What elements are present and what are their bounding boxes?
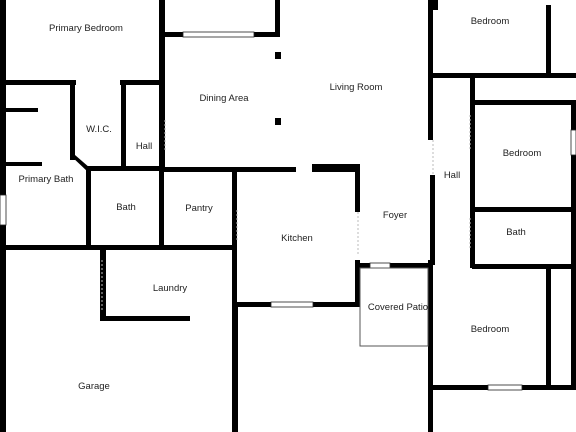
room-label-foyer: Foyer bbox=[383, 210, 407, 221]
room-label-bath-right: Bath bbox=[506, 227, 526, 238]
room-label-primary-bath: Primary Bath bbox=[19, 174, 74, 185]
room-labels: Primary Bedroom Bedroom W.I.C. Dining Ar… bbox=[19, 16, 542, 392]
room-label-living-room: Living Room bbox=[330, 82, 383, 93]
room-label-kitchen: Kitchen bbox=[281, 233, 313, 244]
fixture bbox=[516, 100, 532, 105]
fixture bbox=[275, 118, 281, 125]
room-label-covered-patio: Covered Patio bbox=[368, 302, 428, 313]
doors bbox=[101, 115, 471, 310]
room-label-primary-bedroom: Primary Bedroom bbox=[49, 23, 123, 34]
room-label-bedroom-bottom-right: Bedroom bbox=[471, 324, 510, 335]
room-label-bedroom-top-right: Bedroom bbox=[471, 16, 510, 27]
room-label-garage: Garage bbox=[78, 381, 110, 392]
room-label-laundry: Laundry bbox=[153, 283, 188, 294]
fixture bbox=[275, 52, 281, 59]
windows bbox=[0, 31, 576, 391]
room-label-wic: W.I.C. bbox=[86, 124, 112, 135]
room-label-pantry: Pantry bbox=[185, 203, 213, 214]
room-label-hall-right: Hall bbox=[444, 170, 460, 181]
room-label-dining-area: Dining Area bbox=[199, 93, 249, 104]
room-label-bath-left: Bath bbox=[116, 202, 136, 213]
room-label-bedroom-mid-right: Bedroom bbox=[503, 148, 542, 159]
room-label-hall-left: Hall bbox=[136, 141, 152, 152]
covered-patio-outline bbox=[359, 267, 429, 347]
